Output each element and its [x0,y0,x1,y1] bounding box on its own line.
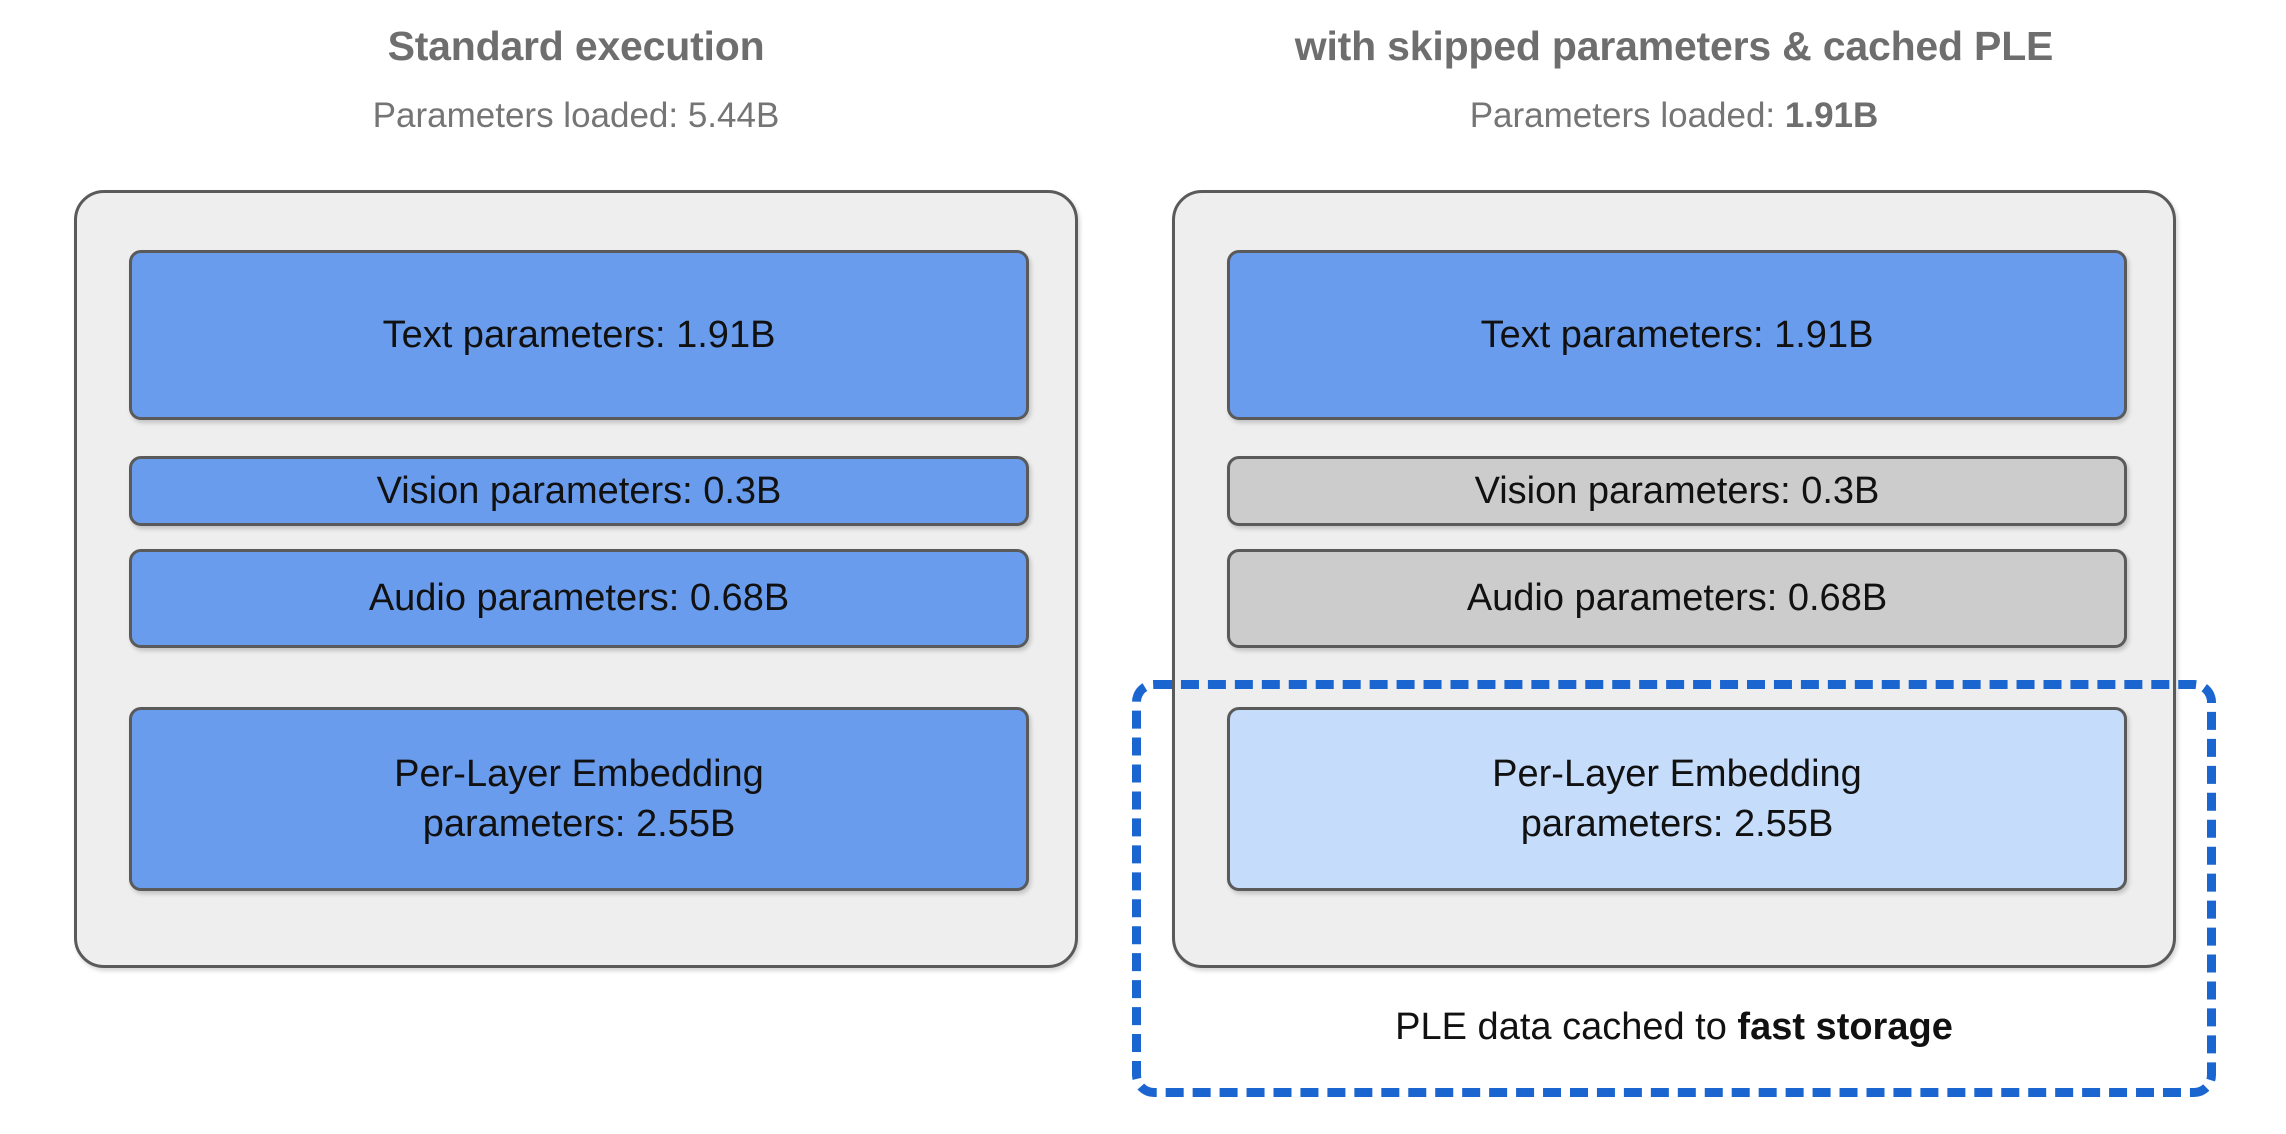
parameters-loaded-label-standard: Parameters loaded: [372,96,688,135]
block-text-parameters-optimized: Text parameters: 1.91B [1227,250,2127,420]
column-title-standard: Standard execution [387,23,765,69]
cache-region-caption: PLE data cached to fast storage [1172,1008,2176,1046]
column-subtitle-standard: Parameters loaded: 5.44B [74,98,1078,133]
block-ple-line1-optimized: Per-Layer Embedding [1492,752,1862,795]
parameters-loaded-value-standard: 5.44B [687,96,780,135]
block-audio-parameters-standard: Audio parameters: 0.68B [129,549,1029,648]
block-ple-line2-optimized: parameters: 2.55B [1520,803,1834,845]
column-subtitle-optimized: Parameters loaded: 1.91B [1172,98,2176,133]
block-ple-line1-standard: Per-Layer Embedding [394,752,764,795]
panel-standard-execution: Text parameters: 1.91B Vision parameters… [74,190,1078,968]
cache-caption-emphasis: fast storage [1737,1006,1953,1048]
block-vision-parameters-optimized: Vision parameters: 0.3B [1227,456,2127,526]
column-heading-optimized: with skipped parameters & cached PLE Par… [1172,23,2176,134]
cache-caption-prefix: PLE data cached to [1395,1006,1738,1048]
block-text-parameters-standard: Text parameters: 1.91B [129,250,1029,420]
column-title-optimized: with skipped parameters & cached PLE [1294,23,2054,69]
block-ple-parameters-standard: Per-Layer Embedding parameters: 2.55B [129,707,1029,891]
panel-optimized-execution: Text parameters: 1.91B Vision parameters… [1172,190,2176,968]
column-heading-standard: Standard execution Parameters loaded: 5.… [74,23,1078,134]
parameters-loaded-label-optimized: Parameters loaded: [1469,96,1785,135]
block-ple-line2-standard: parameters: 2.55B [422,803,736,845]
parameters-loaded-value-optimized: 1.91B [1784,96,1879,135]
block-ple-parameters-optimized: Per-Layer Embedding parameters: 2.55B [1227,707,2127,891]
block-vision-parameters-standard: Vision parameters: 0.3B [129,456,1029,526]
block-audio-parameters-optimized: Audio parameters: 0.68B [1227,549,2127,648]
